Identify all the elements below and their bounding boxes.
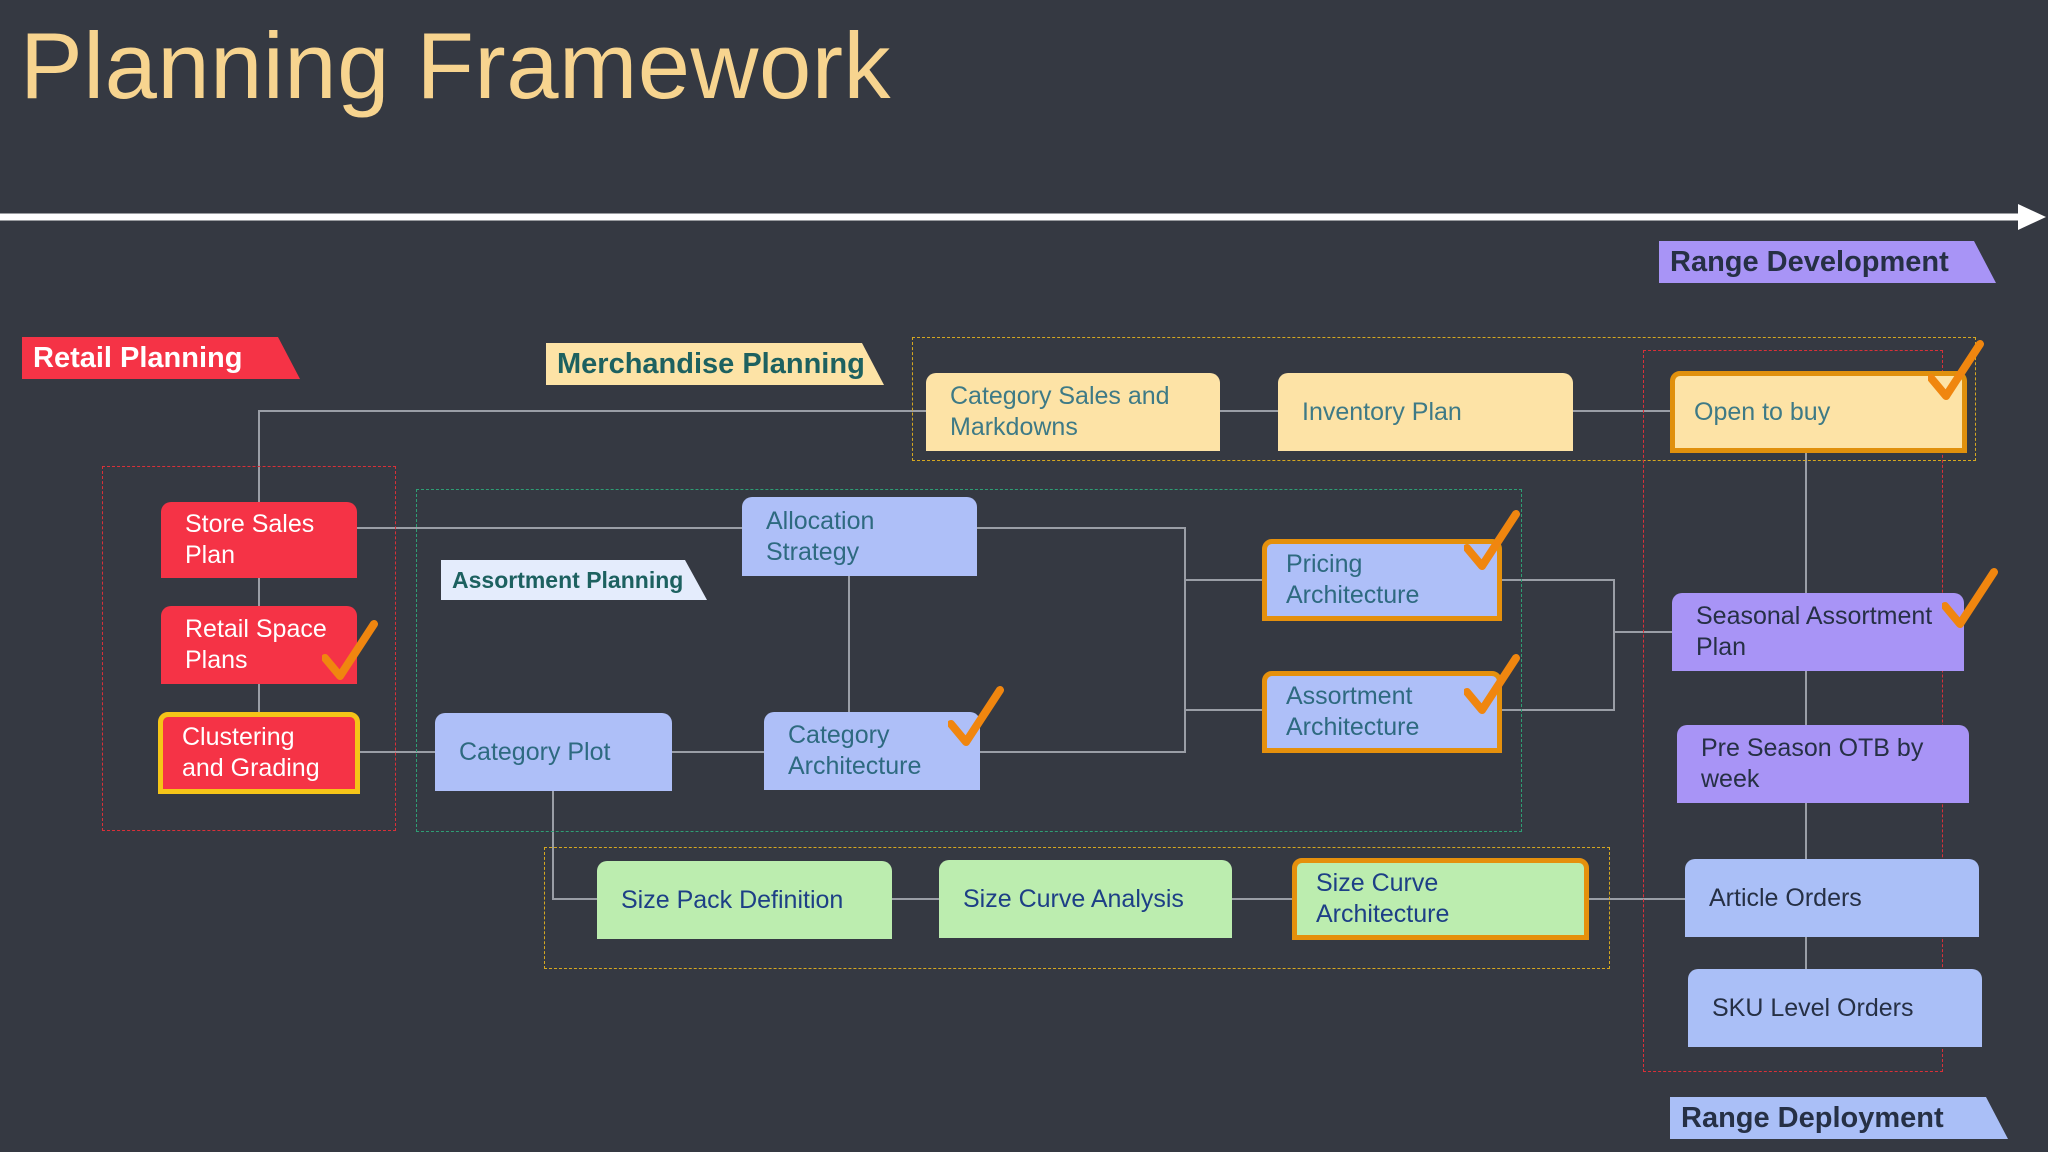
assortment-planning-label: Assortment Planning (441, 560, 707, 600)
article-orders-node[interactable]: Article Orders (1685, 859, 1979, 937)
retail-planning-zone (102, 466, 396, 831)
store-sales-plan-node[interactable]: Store Sales Plan (161, 502, 357, 578)
retail-planning-label: Retail Planning (22, 337, 300, 379)
check-mark-icon (1464, 654, 1520, 714)
check-mark-icon (948, 686, 1004, 746)
check-mark-icon (1464, 510, 1520, 570)
range-zone (1643, 350, 1943, 1072)
category-plot-node[interactable]: Category Plot (435, 713, 672, 791)
retail-space-plans-node[interactable]: Retail Space Plans (161, 606, 357, 684)
check-mark-icon (1928, 340, 1984, 400)
merchandise-planning-label: Merchandise Planning (546, 343, 884, 385)
range-development-label: Range Development (1659, 241, 1996, 283)
allocation-strategy-node[interactable]: Allocation Strategy (742, 497, 977, 576)
range-deployment-label: Range Deployment (1670, 1097, 2008, 1139)
size-planning-zone (544, 847, 1610, 969)
sku-level-orders-node[interactable]: SKU Level Orders (1688, 969, 1982, 1047)
pricing-architecture-node[interactable]: Pricing Architecture (1262, 539, 1502, 621)
pre-season-otb-node[interactable]: Pre Season OTB by week (1677, 725, 1969, 803)
category-architecture-node[interactable]: Category Architecture (764, 712, 980, 790)
open-to-buy-node[interactable]: Open to buy (1670, 371, 1967, 453)
seasonal-assortment-plan-node[interactable]: Seasonal Assortment Plan (1672, 593, 1964, 671)
size-curve-architecture-node[interactable]: Size Curve Architecture (1292, 858, 1589, 940)
page-title: Planning Framework (20, 13, 892, 118)
merchandise-planning-zone (912, 337, 1976, 461)
inventory-plan-node[interactable]: Inventory Plan (1278, 373, 1573, 451)
size-curve-analysis-node[interactable]: Size Curve Analysis (939, 860, 1232, 938)
category-sales-markdowns-node[interactable]: Category Sales and Markdowns (926, 373, 1220, 451)
clustering-and-grading-node[interactable]: Clustering and Grading (158, 712, 360, 794)
check-mark-icon (1942, 568, 1998, 628)
arrow-right-icon (0, 204, 2046, 230)
size-pack-definition-node[interactable]: Size Pack Definition (597, 861, 892, 939)
check-mark-icon (322, 620, 378, 680)
assortment-planning-zone (416, 489, 1522, 832)
assortment-architecture-node[interactable]: Assortment Architecture (1262, 671, 1502, 753)
